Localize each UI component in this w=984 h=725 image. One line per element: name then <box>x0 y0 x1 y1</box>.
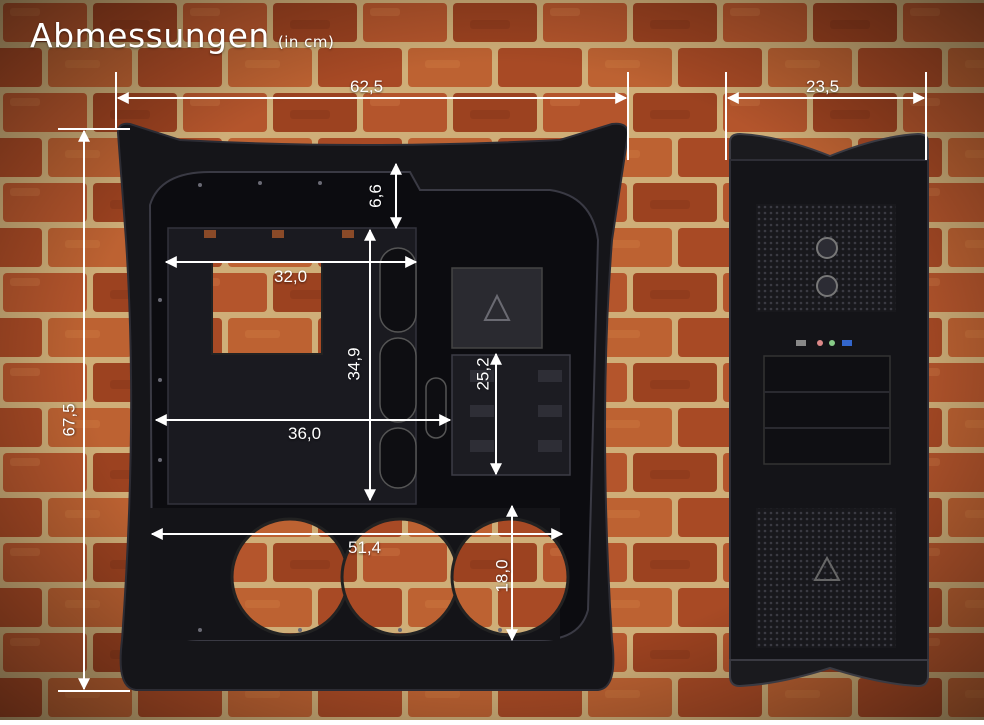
label-width-side: 62,5 <box>350 77 384 96</box>
label-mb-height: 34,9 <box>344 347 364 381</box>
label-tray-width: 36,0 <box>288 424 322 443</box>
power-supply-block <box>451 267 543 349</box>
label-depth-front: 23,5 <box>806 77 840 96</box>
case-front-view <box>729 132 929 688</box>
cpu-cutout <box>211 261 323 355</box>
case-side-view <box>116 122 630 691</box>
label-height: 67,5 <box>59 403 79 437</box>
unit-note: (in cm) <box>277 33 335 51</box>
page-title: Abmessungen (in cm) <box>30 16 334 55</box>
front-bottom-mesh <box>756 508 896 648</box>
label-bottom-height: 18,0 <box>492 559 512 593</box>
label-mb-width: 32,0 <box>274 267 308 286</box>
label-drive-cage-height: 25,2 <box>473 357 493 391</box>
label-bottom-width: 51,4 <box>348 538 382 557</box>
drive-bays <box>763 355 891 465</box>
dimension-lines <box>58 72 927 692</box>
title-text: Abmessungen <box>30 16 270 55</box>
label-top-gap: 6,6 <box>365 184 385 208</box>
